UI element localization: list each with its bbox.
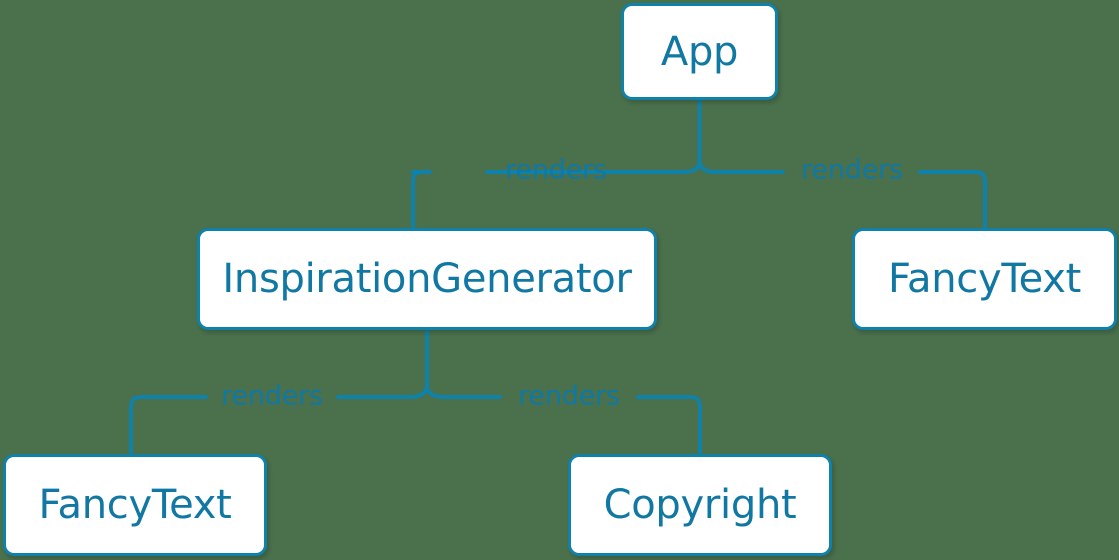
node-copyright[interactable]: Copyright xyxy=(568,454,832,556)
edge-junction-bottom-left xyxy=(366,383,429,399)
edge-label-inspiration-generator-copyright: renders xyxy=(518,380,620,412)
edge-label-inspiration-generator-fancy-text: renders xyxy=(221,380,323,412)
edge-junction-top-right xyxy=(697,158,762,174)
node-fancy-text-right[interactable]: FancyText xyxy=(852,228,1117,330)
node-fancy-text-right-label: FancyText xyxy=(887,256,1082,302)
edge-junction-top xyxy=(638,158,702,174)
edge-ig-fancy-bus-left xyxy=(129,395,208,456)
edge-label-app-inspiration-generator: renders xyxy=(505,154,607,186)
node-inspiration-generator-label: InspirationGenerator xyxy=(222,256,632,302)
node-fancy-text-left[interactable]: FancyText xyxy=(3,454,267,556)
edge-app-inspgen-corner xyxy=(411,170,432,230)
edge-junction-bottom-right xyxy=(425,383,488,399)
edge-ig-copyright-bus-right xyxy=(636,395,702,456)
node-app-label: App xyxy=(660,28,739,75)
node-fancy-text-left-label: FancyText xyxy=(38,482,232,528)
edge-label-app-fancy-text: renders xyxy=(801,154,903,186)
edge-app-fancy-bus-right xyxy=(918,170,987,230)
node-copyright-label: Copyright xyxy=(603,482,797,528)
node-inspiration-generator[interactable]: InspirationGenerator xyxy=(197,228,657,330)
node-app[interactable]: App xyxy=(621,3,778,100)
